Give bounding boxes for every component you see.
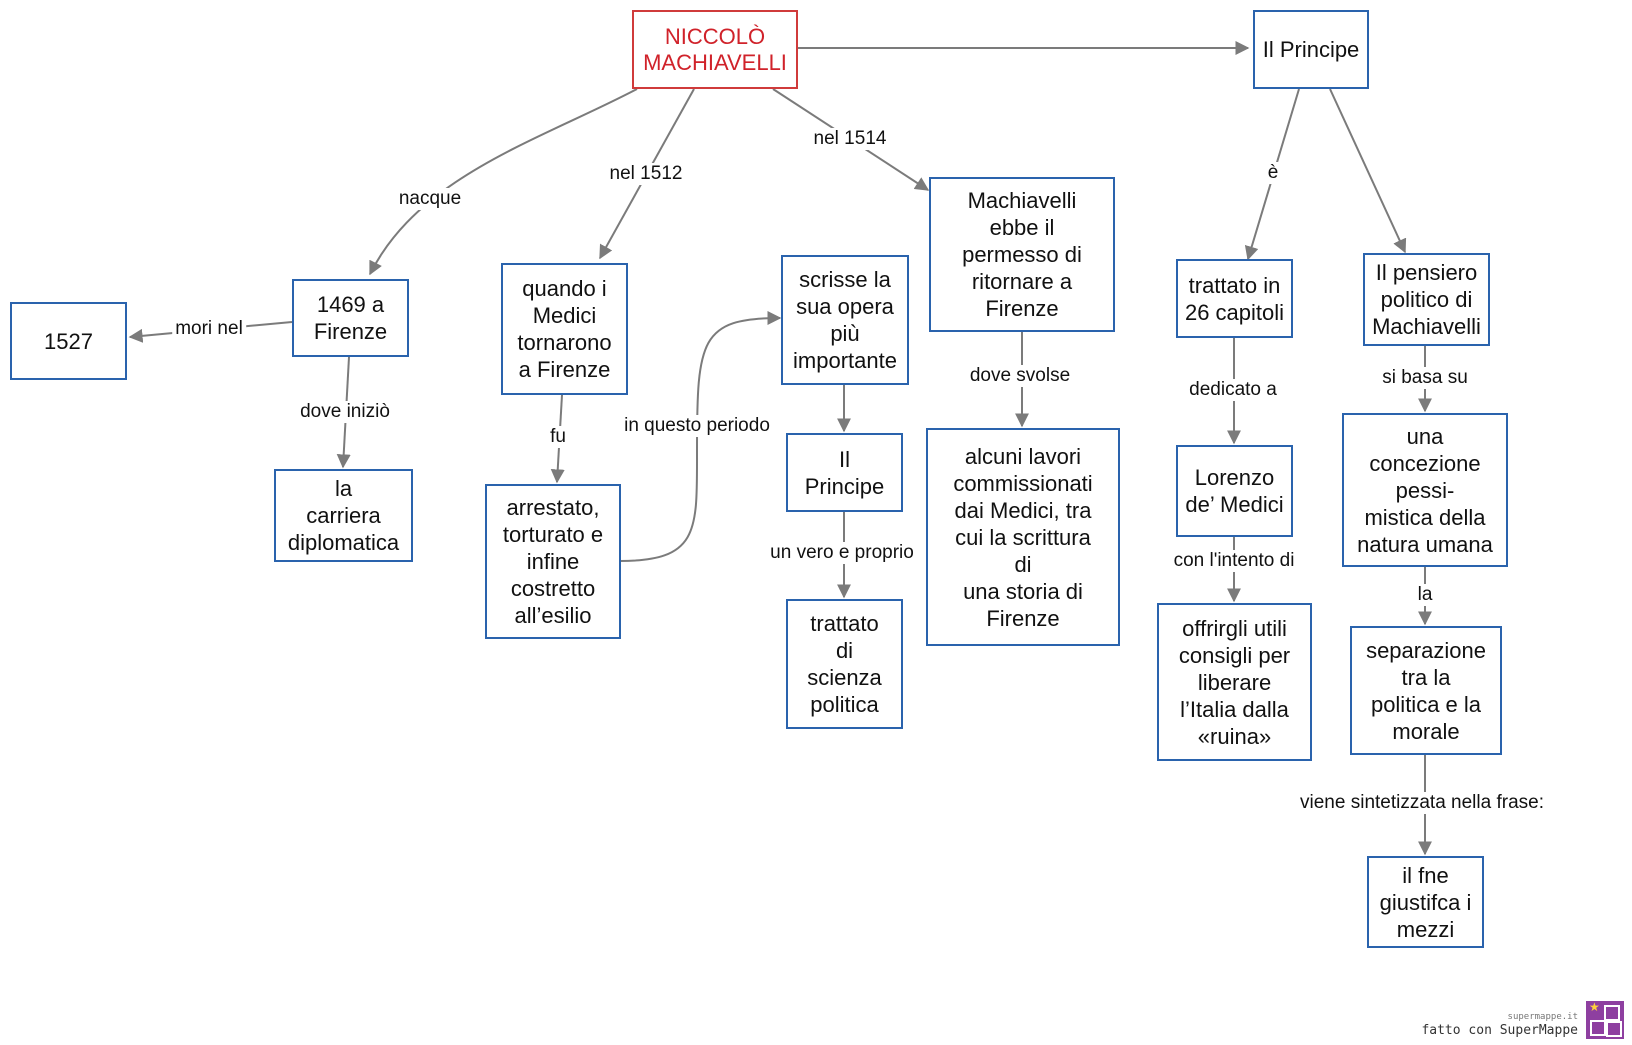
node-medici-tornarono[interactable]: quando i Medici tornarono a Firenze [501, 263, 628, 395]
edge-label-si-basa-su: si basa su [1379, 367, 1471, 389]
node-il-principe-top[interactable]: Il Principe [1253, 10, 1369, 89]
node-fine-giustifica-mezzi[interactable]: il fne giustifca i mezzi [1367, 856, 1484, 948]
node-pensiero-politico[interactable]: Il pensiero politico di Machiavelli [1363, 253, 1490, 346]
node-il-principe-mid[interactable]: Il Principe [786, 433, 903, 512]
supermappe-branding: supermappe.it fatto con SuperMappe ★ [1421, 1001, 1624, 1039]
edge-label-nel-1512: nel 1512 [606, 163, 686, 185]
edge-label-dedicato-a: dedicato a [1186, 379, 1280, 401]
edge-root-nascita [369, 88, 638, 276]
edge-label-con-intento-di: con l'intento di [1170, 550, 1298, 572]
brand-made-with: fatto con SuperMappe [1421, 1023, 1578, 1038]
node-1527[interactable]: 1527 [10, 302, 127, 380]
node-arrestato-esilio[interactable]: arrestato, torturato e infine costretto … [485, 484, 621, 639]
node-niccolo-machiavelli[interactable]: NICCOLÒ MACHIAVELLI [632, 10, 798, 89]
edge-label-in-questo-periodo: in questo periodo [621, 415, 773, 437]
edge-label-nacque: nacque [395, 188, 465, 210]
node-carriera-diplomatica[interactable]: la carriera diplomatica [274, 469, 413, 562]
edge-label-dove-inizio: dove iniziò [297, 401, 393, 423]
node-1469-firenze[interactable]: 1469 a Firenze [292, 279, 409, 357]
node-permesso-ritornare[interactable]: Machiavelli ebbe il permesso di ritornar… [929, 177, 1115, 332]
edge-label-un-vero-e-proprio: un vero e proprio [767, 542, 917, 564]
node-trattato-scienza-politica[interactable]: trattato di scienza politica [786, 599, 903, 729]
node-trattato-26-capitoli[interactable]: trattato in 26 capitoli [1176, 259, 1293, 338]
edge-label-nel-1514: nel 1514 [810, 128, 890, 150]
edge-label-e: è [1264, 162, 1282, 184]
brand-site: supermappe.it [1507, 1012, 1578, 1022]
supermappe-logo-icon: ★ [1586, 1001, 1624, 1039]
edge-principetop-pensiero [1329, 88, 1407, 254]
edge-label-viene-sintetizzata: viene sintetizzata nella frase: [1297, 792, 1547, 814]
node-lavori-commissionati[interactable]: alcuni lavori commissionati dai Medici, … [926, 428, 1120, 646]
node-scrisse-opera[interactable]: scrisse la sua opera più importante [781, 255, 909, 385]
node-offrirgli-consigli[interactable]: offrirgli utili consigli per liberare l’… [1157, 603, 1312, 761]
node-concezione-pessimistica[interactable]: una concezione pessi- mistica della natu… [1342, 413, 1508, 567]
node-lorenzo-de-medici[interactable]: Lorenzo de’ Medici [1176, 445, 1293, 537]
edge-arrestato-scrisse [619, 311, 782, 562]
edge-label-fu: fu [547, 426, 569, 448]
edge-label-dove-svolse: dove svolse [966, 365, 1074, 387]
edge-label-la: la [1414, 584, 1436, 606]
node-separazione-politica-morale[interactable]: separazione tra la politica e la morale [1350, 626, 1502, 755]
edge-label-mori-nel: mori nel [172, 318, 246, 340]
